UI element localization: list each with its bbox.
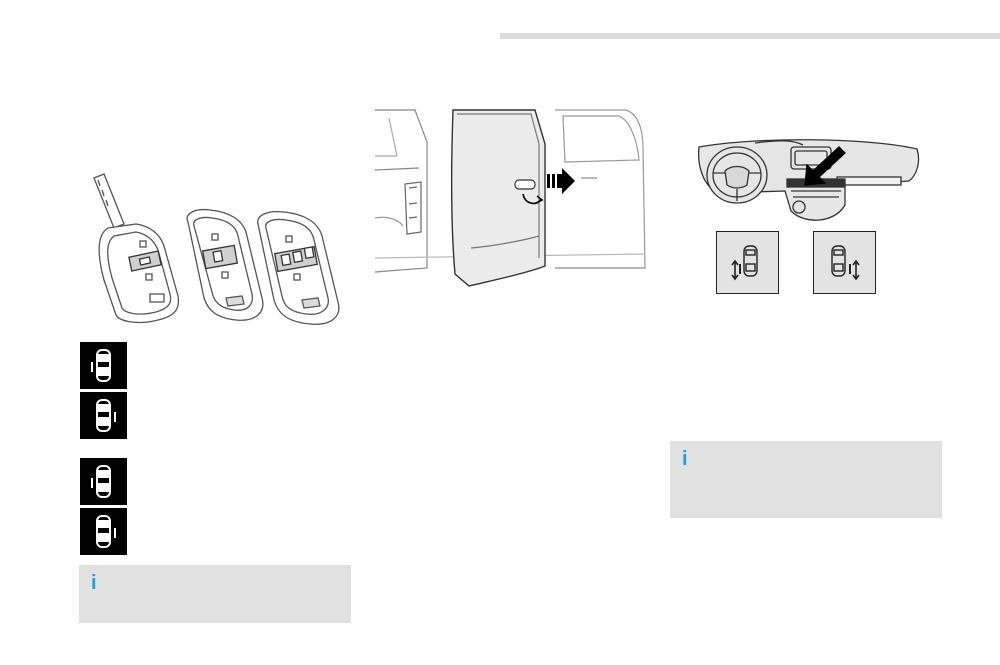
remote-key-2-icon [186, 208, 264, 321]
note-keys: i [79, 565, 351, 623]
header-rule [500, 33, 1000, 39]
dashboard-button-illustration [695, 135, 923, 227]
remote-key-3-icon [257, 210, 340, 325]
sliding-door-right-button [813, 231, 876, 294]
remote-keys-illustration [80, 170, 360, 330]
van-door-right-icon [80, 392, 127, 439]
sliding-door-left-button [716, 231, 779, 294]
note-dashboard: i [670, 441, 942, 518]
info-icon: i [682, 448, 688, 470]
van-door-left-icon [80, 342, 127, 389]
info-icon: i [91, 572, 97, 594]
van-doors-left-icon [80, 458, 127, 505]
van-doors-right-icon [80, 508, 127, 555]
sliding-door-illustration [374, 108, 647, 288]
flip-key-icon [93, 173, 180, 324]
